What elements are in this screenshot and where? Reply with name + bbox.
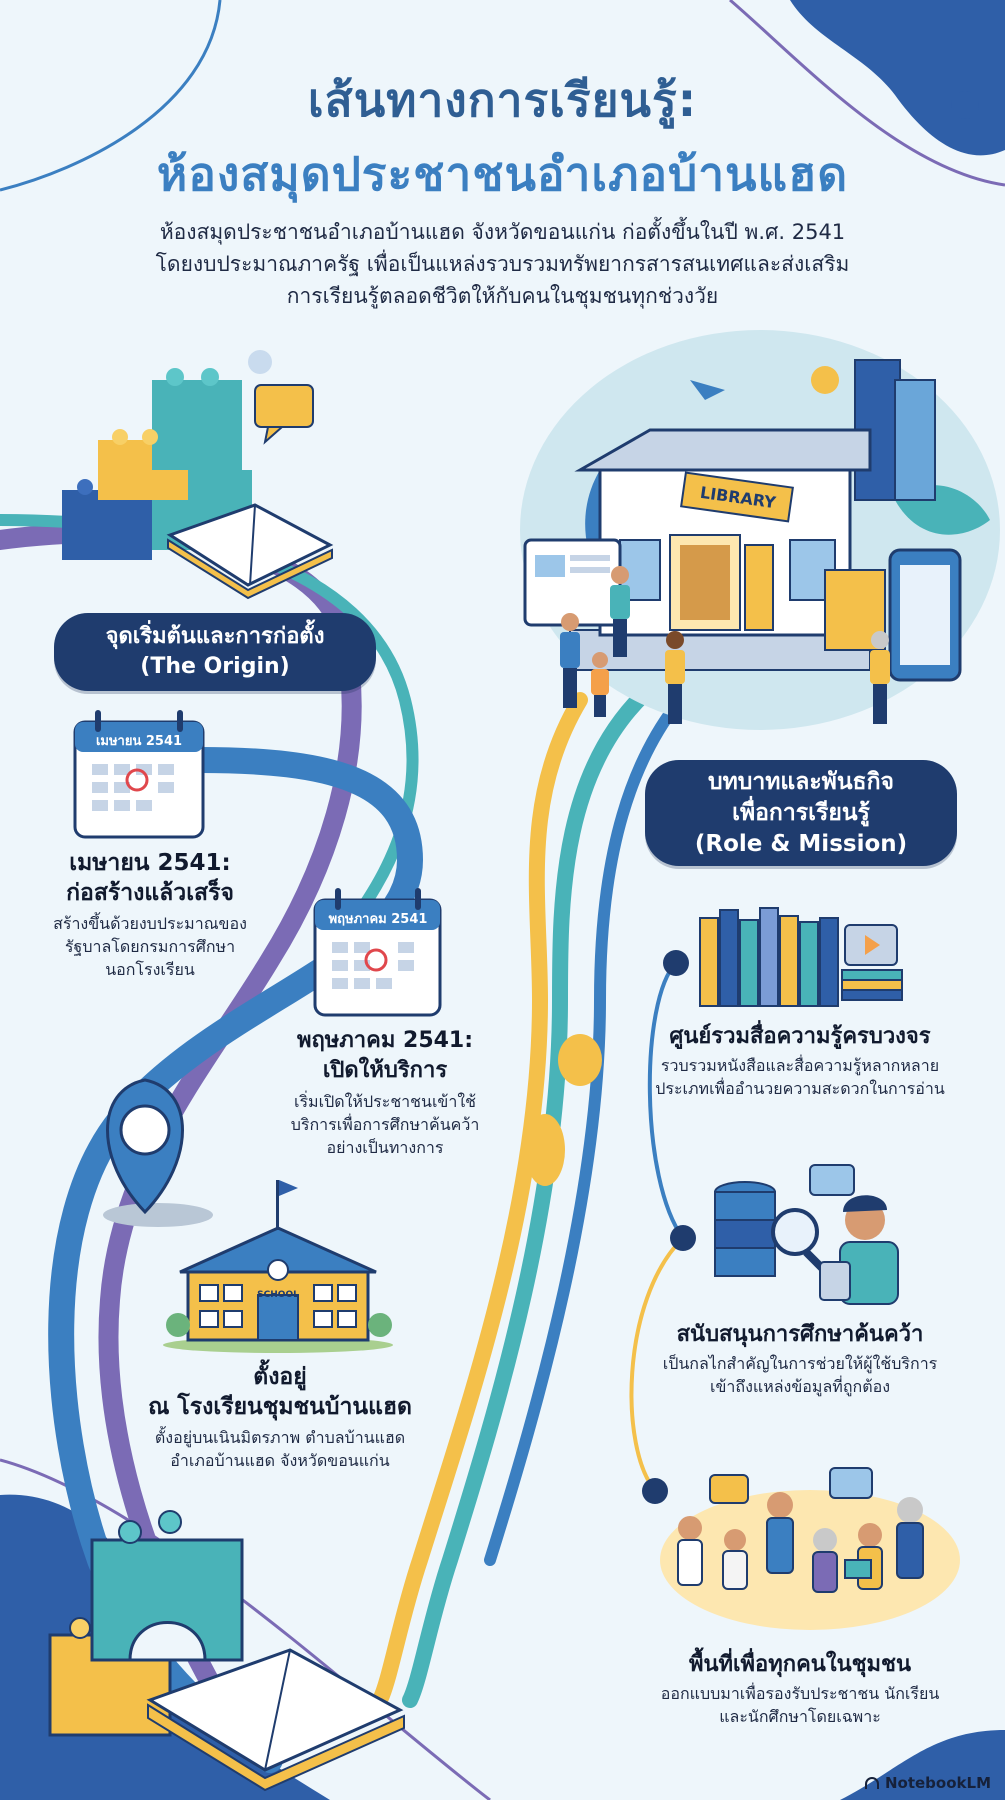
origin-item-desc: ตั้งอยู่บนเนินมิตรภาพ ตำบลบ้านแฮด อำเภอบ… [120,1426,440,1472]
decor-circle [248,350,272,374]
people-group [560,566,890,724]
role-item-desc: ออกแบบมาเพื่อรองรับประชาชน นักเรียน และน… [620,1682,980,1728]
origin-item-title: พฤษภาคม 2541: เปิดให้บริการ [270,1026,500,1086]
origin-item-desc-line2: อำเภอบ้านแฮด จังหวัดขอนแก่น [170,1451,390,1470]
role-section-pill: บทบาทและพันธกิจ เพื่อการเรียนรู้ (Role &… [645,760,957,866]
role-item-title: ศูนย์รวมสื่อความรู้ครบวงจร [669,1024,931,1049]
origin-item-title: เมษายน 2541: ก่อสร้างแล้วเสร็จ [20,848,280,908]
intro-line3: การเรียนรู้ตลอดชีวิตให้กับคนในชุมชนทุกช่… [286,284,719,308]
role-item-research-support: สนับสนุนการศึกษาค้นคว้า เป็นกลไกสำคัญในก… [620,1320,980,1398]
origin-item-may: พฤษภาคม 2541: เปิดให้บริการ เริ่มเปิดให้… [270,1026,500,1159]
top-right-line [729,0,1005,187]
books-media-icon [699,907,903,1007]
role-item-desc-line1: เป็นกลไกสำคัญในการช่วยให้ผู้ใช้บริการ [662,1354,938,1373]
community-group-icon [660,1467,960,1630]
origin-item-title-line1: ตั้งอยู่ [253,1364,307,1390]
role-item-desc: เป็นกลไกสำคัญในการช่วยให้ผู้ใช้บริการ เข… [620,1352,980,1398]
school-sign-label: SCHOOL [257,1290,299,1300]
role-pill-line2: เพื่อการเรียนรู้ [732,800,870,826]
role-item-title: พื้นที่เพื่อทุกคนในชุมชน [688,1652,912,1677]
origin-item-desc: สร้างขึ้นด้วยงบประมาณของ รัฐบาลโดยกรมการ… [20,912,280,981]
top-right-blob [790,0,1005,156]
origin-pill-line1: จุดเริ่มต้นและการก่อตั้ง [105,624,325,649]
page-title-line1: เส้นทางการเรียนรู้: [307,73,698,127]
brand-watermark: NotebookLM [864,1774,991,1792]
map-pin-icon [103,1078,213,1227]
timeline-dot-1 [663,950,689,976]
origin-item-desc-line2: บริการเพื่อการศึกษาค้นคว้า [290,1115,480,1134]
origin-item-title-line1: เมษายน 2541: [69,850,231,876]
role-item-desc: รวบรวมหนังสือและสื่อความรู้หลากหลาย ประเ… [610,1054,990,1100]
role-item-community-space: พื้นที่เพื่อทุกคนในชุมชน ออกแบบมาเพื่อรอ… [620,1650,980,1728]
origin-pill-line2: (The Origin) [140,654,290,679]
calendar-april-label: เมษายน 2541 [95,734,183,749]
role-item-desc-line2: ประเภทเพื่ออำนวยความสะดวกในการอ่าน [655,1079,945,1098]
database-research-icon [714,1164,899,1305]
intro-text: ห้องสมุดประชาชนอำเภอบ้านแฮด จังหวัดขอนแก… [110,216,895,312]
origin-item-desc-line1: เริ่มเปิดให้ประชาชนเข้าใช้ [293,1092,477,1111]
yellow-drop-1 [558,1034,602,1086]
origin-item-title-line2: ณ โรงเรียนชุมชนบ้านแฮด [148,1394,412,1420]
top-left-line [0,0,222,192]
right-timeline-line-2 [629,1236,685,1492]
origin-item-title: ตั้งอยู่ ณ โรงเรียนชุมชนบ้านแฮด [120,1362,440,1422]
yellow-drop-2 [525,1114,565,1186]
open-book-top-icon [166,503,334,600]
origin-item-april: เมษายน 2541: ก่อสร้างแล้วเสร็จ สร้างขึ้น… [20,848,280,981]
origin-item-desc-line3: อย่างเป็นทางการ [326,1138,444,1157]
center-teal-ribbon [402,672,668,1708]
origin-item-title-line2: เปิดให้บริการ [322,1058,448,1083]
role-item-desc-line1: ออกแบบมาเพื่อรองรับประชาชน นักเรียน [660,1684,940,1703]
intro-line1: ห้องสมุดประชาชนอำเภอบ้านแฮด จังหวัดขอนแก… [159,220,846,244]
origin-item-desc-line1: สร้างขึ้นด้วยงบประมาณของ [53,914,247,933]
building-blocks-bottom-icon [48,1510,244,1737]
top-right-dot [951,91,979,119]
origin-item-desc: เริ่มเปิดให้ประชาชนเข้าใช้ บริการเพื่อกา… [270,1090,500,1159]
role-item-desc-line1: รวบรวมหนังสือและสื่อความรู้หลากหลาย [660,1056,940,1075]
role-item-title: สนับสนุนการศึกษาค้นคว้า [676,1322,924,1347]
origin-item-title-line1: พฤษภาคม 2541: [296,1028,474,1053]
timeline-dot-2 [670,1225,696,1251]
center-yellow-ribbon [372,692,588,1708]
calendar-may-icon [313,888,442,1017]
role-pill-line1: บทบาทและพันธกิจ [707,769,895,795]
timeline-dot-3 [642,1478,668,1504]
calendar-may-label: พฤษภาคม 2541 [328,912,428,927]
notebooklm-logo-icon [864,1777,879,1789]
role-item-desc-line2: เข้าถึงแหล่งข้อมูลที่ถูกต้อง [710,1377,890,1396]
library-scene-illustration [520,330,1000,730]
origin-item-title-line2: ก่อสร้างแล้วเสร็จ [66,880,234,906]
origin-section-pill: จุดเริ่มต้นและการก่อตั้ง (The Origin) [54,613,376,691]
open-book-bottom-icon [146,1648,405,1792]
bottom-right-blob [840,1730,1005,1800]
intro-line2: โดยงบประมาณภาครัฐ เพื่อเป็นแหล่งรวบรวมทร… [155,252,850,276]
right-timeline-line [647,961,685,1240]
center-blue-ribbon [484,654,726,1566]
chat-bubble-icon [254,384,314,445]
role-item-desc-line2: และนักศึกษาโดยเฉพาะ [719,1707,881,1726]
role-item-media-center: ศูนย์รวมสื่อความรู้ครบวงจร รวบรวมหนังสือ… [610,1022,990,1100]
origin-item-desc-line3: นอกโรงเรียน [105,960,195,979]
school-building-icon [163,1180,393,1353]
origin-item-location: ตั้งอยู่ ณ โรงเรียนชุมชนบ้านแฮด ตั้งอยู่… [120,1362,440,1472]
role-pill-line3: (Role & Mission) [694,831,908,857]
origin-item-desc-line1: ตั้งอยู่บนเนินมิตรภาพ ตำบลบ้านแฮด [154,1428,406,1447]
calendar-april-icon [73,710,205,839]
page-title-line2: ห้องสมุดประชาชนอำเภอบ้านแฮด [156,147,849,201]
origin-item-desc-line2: รัฐบาลโดยกรมการศึกษา [64,937,236,956]
brand-label: NotebookLM [884,1774,991,1792]
